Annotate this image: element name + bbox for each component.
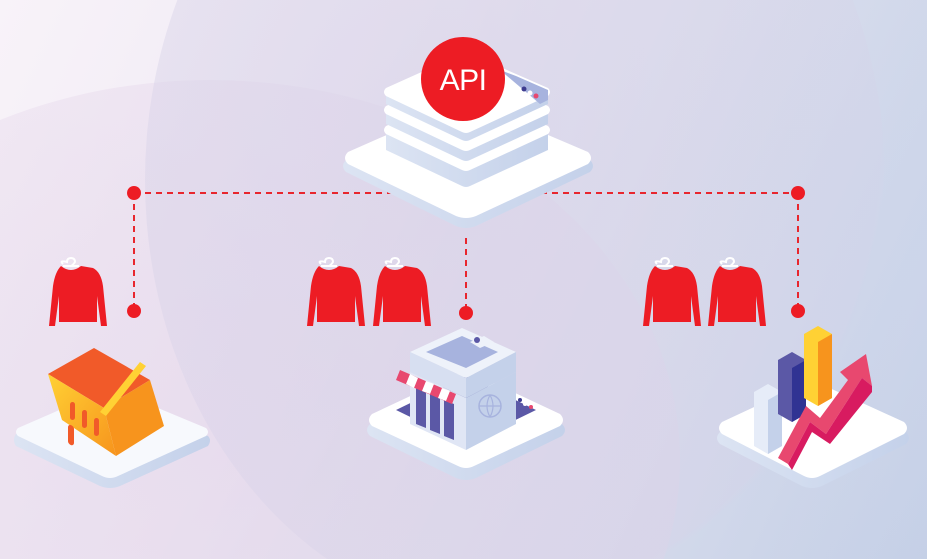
growth-chart-icon (754, 326, 872, 470)
sweater-icon (372, 257, 432, 327)
ecommerce-node[interactable] (14, 348, 210, 488)
storefront-icon (396, 328, 533, 450)
sweater-icon (707, 257, 767, 327)
api-server-node[interactable]: API (343, 37, 593, 228)
shopping-basket-icon (48, 348, 164, 456)
sweater-icon (642, 257, 702, 327)
sweater-icon (48, 257, 108, 327)
analytics-node[interactable] (717, 326, 909, 488)
sweater-icon (306, 257, 366, 327)
api-label: API (440, 64, 487, 97)
connector-dots (127, 186, 805, 320)
api-badge (421, 37, 505, 121)
store-node[interactable] (367, 328, 565, 480)
